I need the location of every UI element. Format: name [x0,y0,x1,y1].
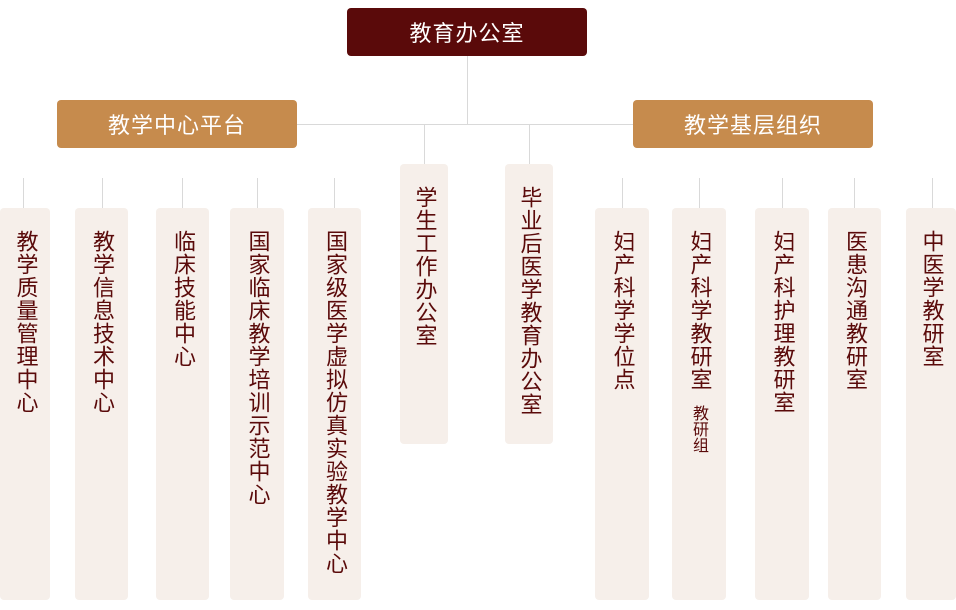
right-card-label: 妇产科学教研室 [686,230,712,391]
connector-left-4 [257,178,258,208]
connector-left-1 [23,178,24,208]
right-card-sublabel: 教研组 [690,405,709,453]
left-card-label: 国家级医学虚拟仿真实验教学中心 [322,230,347,575]
middle-card: 毕业后医学教育办公室 [505,164,553,444]
connector-horizontal-main [297,124,633,125]
right-branch-node: 教学基层组织 [633,100,873,148]
left-card: 国家临床教学培训示范中心 [230,208,284,600]
right-card-label: 中医学教研室 [918,230,944,368]
middle-card-label: 学生工作办公室 [411,186,437,347]
connector-left-5 [334,178,335,208]
left-branch-node: 教学中心平台 [57,100,297,148]
root-node: 教育办公室 [347,8,587,56]
connector-right-5 [932,178,933,208]
left-card: 教学信息技术中心 [75,208,128,600]
left-card: 国家级医学虚拟仿真实验教学中心 [308,208,361,600]
left-card-label: 临床技能中心 [170,230,195,368]
middle-card-label: 毕业后医学教育办公室 [516,186,542,416]
connector-right-4 [854,178,855,208]
connector-right-1 [622,178,623,208]
right-card: 妇产科学学位点 [595,208,649,600]
left-card: 教学质量管理中心 [0,208,50,600]
right-card-label: 医患沟通教研室 [842,230,867,391]
right-card-label: 妇产科护理教研室 [769,230,795,414]
right-branch-label: 教学基层组织 [683,114,822,139]
connector-root-down [467,56,468,124]
connector-left-2 [102,178,103,208]
left-branch-label: 教学中心平台 [107,114,246,139]
connector-right-2 [699,178,700,208]
middle-card: 学生工作办公室 [400,164,448,444]
right-card: 妇产科学教研室 教研组 [672,208,726,600]
left-card-label: 国家临床教学培训示范中心 [244,230,270,506]
connector-left-3 [182,178,183,208]
connector-right-3 [782,178,783,208]
left-card-label: 教学质量管理中心 [12,230,38,414]
root-node-label: 教育办公室 [409,22,525,47]
right-card: 中医学教研室 [906,208,956,600]
connector-middle-2 [529,124,530,164]
right-card: 医患沟通教研室 [828,208,881,600]
left-card-label: 教学信息技术中心 [89,230,114,414]
connector-middle-1 [424,124,425,164]
right-card: 妇产科护理教研室 [755,208,809,600]
right-card-label: 妇产科学学位点 [609,230,635,391]
left-card: 临床技能中心 [156,208,209,600]
